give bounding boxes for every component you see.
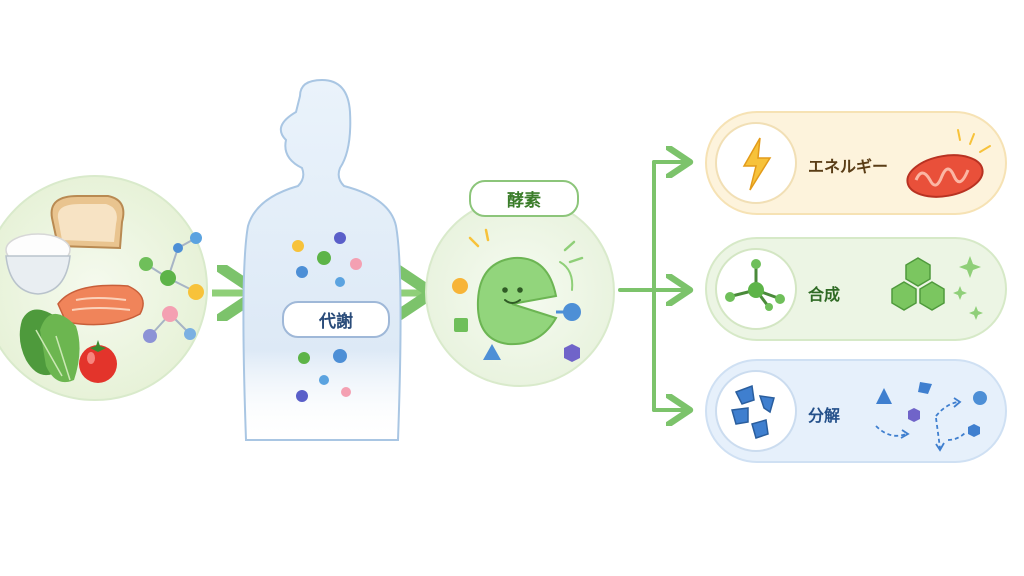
food-group — [0, 175, 208, 401]
substrate-ball — [563, 303, 581, 321]
enzyme-label: 酵素 — [469, 180, 579, 217]
bread-icon — [50, 194, 125, 250]
fragments-icon — [731, 384, 775, 439]
green-square — [454, 318, 468, 332]
spark-lines-right — [559, 240, 584, 291]
metabolism-label: 代謝 — [282, 301, 390, 338]
orange-circle — [452, 278, 468, 294]
purple-hexagon — [564, 344, 580, 362]
enzyme-pacman-icon — [476, 256, 558, 346]
molecule-model-icon — [725, 259, 785, 311]
salmon-icon — [57, 284, 144, 326]
rice-bowl-icon — [5, 233, 71, 295]
scatter-arrows-icon — [875, 382, 987, 452]
branch-arrows — [618, 162, 686, 410]
human-silhouette-icon — [242, 78, 402, 441]
molecule-icon — [139, 232, 204, 343]
breakdown-label: 分解 — [808, 406, 841, 425]
enzyme-group — [425, 197, 615, 387]
lightning-icon — [742, 137, 772, 191]
energy-label: エネルギー — [808, 157, 889, 176]
blue-triangle — [483, 344, 501, 360]
hexagon-cluster-icon — [891, 257, 945, 311]
spinach-icon — [19, 309, 80, 383]
synthesis-label: 合成 — [808, 285, 841, 304]
tomato-icon — [79, 340, 117, 383]
spark-lines-left — [468, 228, 490, 248]
sparkle-icon — [953, 256, 983, 320]
mitochondria-icon — [906, 129, 991, 198]
